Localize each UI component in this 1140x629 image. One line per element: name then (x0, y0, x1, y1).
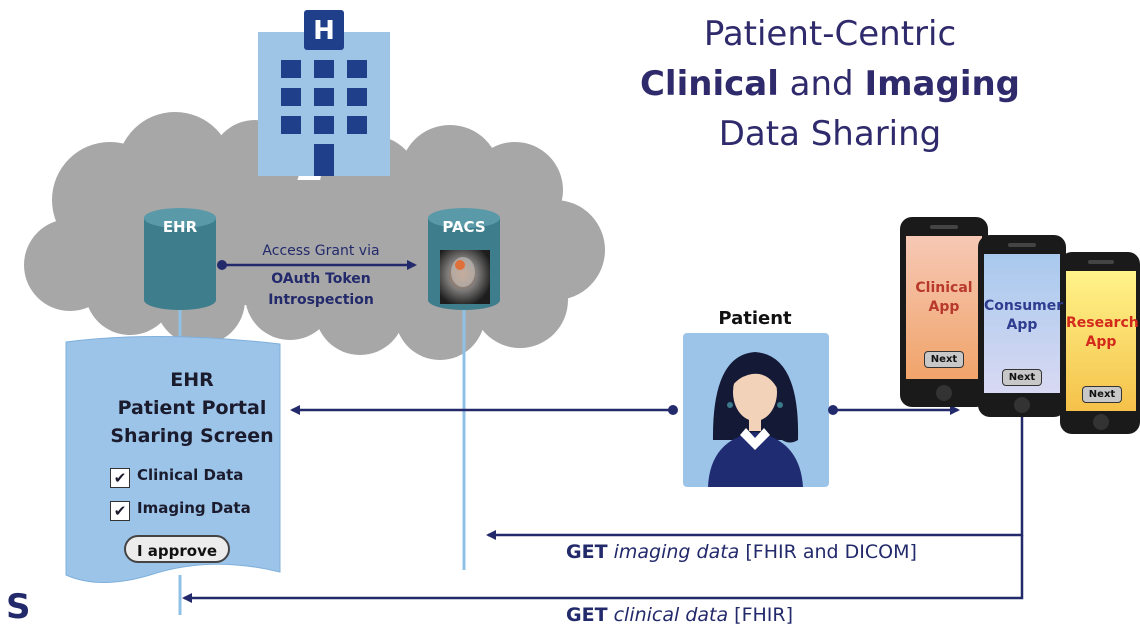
patient-avatar (708, 352, 803, 487)
access-grant-line3: Introspection (268, 292, 374, 308)
ehr-database-icon (144, 208, 216, 345)
pacs-database-icon (428, 208, 500, 570)
research-app-next-button[interactable]: Next (1082, 386, 1122, 403)
patient-label: Patient (718, 308, 792, 329)
phone-consumer-app (978, 235, 1066, 417)
portal-title-line1: EHR (170, 369, 214, 391)
hospital-icon (258, 10, 390, 176)
clinical-data-flow (182, 535, 1024, 603)
clinical-flow-label: GET clinical data [FHIR] (566, 604, 794, 626)
imaging-data-checkbox[interactable]: ✔Imaging Data (110, 499, 251, 521)
logo-icon: S (6, 587, 31, 627)
portal-title-line2: Patient Portal (117, 397, 267, 419)
clinical-data-checkbox[interactable]: ✔Clinical Data (110, 466, 243, 488)
title-line2: Clinical and Imaging (639, 64, 1021, 104)
checkbox-mark[interactable]: ✔ (110, 468, 130, 488)
clinical-app-next-button[interactable]: Next (924, 351, 964, 368)
checkbox-mark[interactable]: ✔ (110, 501, 130, 521)
ehr-label: EHR (162, 218, 198, 236)
title-line3: Data Sharing (718, 114, 942, 154)
patient-portal-arrow (290, 405, 678, 415)
pacs-label: PACS (442, 218, 486, 236)
approve-button[interactable]: I approve (124, 535, 230, 563)
access-grant-line2: OAuth Token (271, 271, 371, 287)
access-grant-line1: Access Grant via (262, 243, 380, 259)
patient-apps-arrow (828, 405, 960, 415)
imaging-flow-label: GET imaging data [FHIR and DICOM] (566, 541, 917, 563)
phone-clinical-app (900, 217, 988, 407)
access-grant-arrow (217, 260, 417, 270)
title-line1: Patient-Centric (703, 14, 957, 54)
portal-title-line3: Sharing Screen (110, 425, 274, 447)
hospital-sign: H (313, 16, 335, 46)
consumer-app-next-button[interactable]: Next (1002, 369, 1042, 386)
